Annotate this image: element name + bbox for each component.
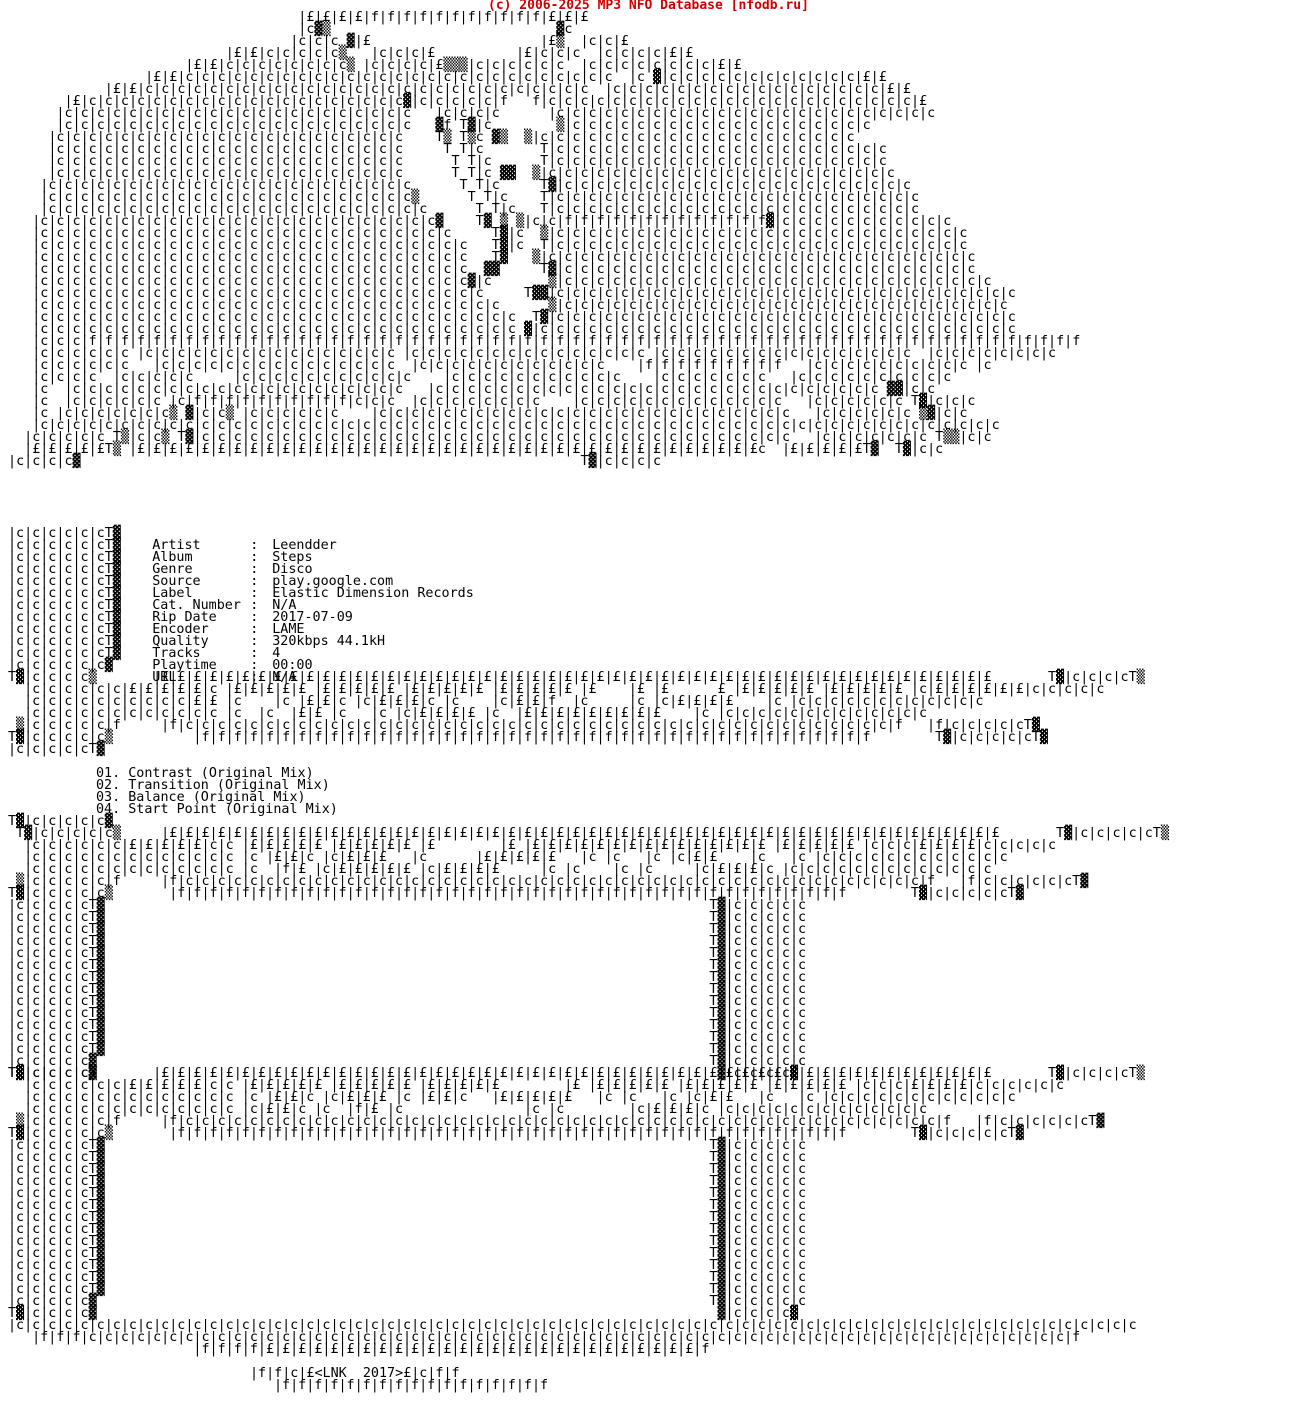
info-value: 4 — [272, 646, 281, 661]
info-label: Album — [152, 550, 193, 565]
info-value: LAME — [272, 622, 305, 637]
info-value: 00:00 — [272, 658, 313, 673]
info-label: Source — [152, 574, 201, 589]
info-row-label: Label: Elastic Dimension Records — [120, 576, 474, 612]
info-label: Tracks — [152, 646, 201, 661]
track-row: 03. Balance (Original Mix) — [96, 790, 306, 805]
info-value: 320kbps 44.1kH — [272, 634, 386, 649]
track-title: Contrast (Original Mix) — [128, 766, 314, 781]
info-separator: : — [250, 598, 259, 613]
track-title: Start Point (Original Mix) — [128, 802, 338, 817]
track-row: 04. Start Point (Original Mix) — [96, 802, 338, 817]
info-separator: : — [250, 646, 259, 661]
info-value: Leendder — [272, 538, 337, 553]
info-value: N/A — [272, 670, 297, 685]
info-separator: : — [250, 622, 259, 637]
info-separator: : — [250, 574, 259, 589]
ascii-art-footer-base: |f|f|f|f|f|f|f|f|f|f|f|f|f|f|f|f|f — [274, 1378, 549, 1393]
footer-art-right: £|c|f|f — [403, 1366, 460, 1381]
info-row-url: URL: N/A — [120, 660, 296, 696]
info-value: N/A — [272, 598, 297, 613]
info-label: Encoder — [152, 622, 209, 637]
track-number: 03. — [96, 790, 121, 805]
info-separator: : — [250, 538, 259, 553]
info-value: Disco — [272, 562, 313, 577]
info-row-encoder: Encoder: LAME — [120, 612, 305, 648]
info-label: Genre — [152, 562, 193, 577]
info-separator: : — [250, 562, 259, 577]
info-value: Elastic Dimension Records — [272, 586, 474, 601]
info-separator: : — [250, 670, 259, 685]
info-row-artist: Artist: Leendder — [120, 528, 337, 564]
info-value: Steps — [272, 550, 313, 565]
info-row-source: Source: play.google.com — [120, 564, 393, 600]
info-label: Artist — [152, 538, 201, 553]
footer-art-left: |f|f|c|£ — [250, 1366, 315, 1381]
info-row-quality: Quality:320kbps 44.1kH — [120, 624, 385, 660]
info-separator: : — [250, 550, 259, 565]
info-label: Playtime — [152, 658, 217, 673]
copyright-notice: (c) 2006-2025 MP3 NFO Database [nfodb.ru… — [488, 0, 809, 13]
info-separator: : — [250, 634, 259, 649]
track-title: Transition (Original Mix) — [128, 778, 330, 793]
track-row: 02. Transition (Original Mix) — [96, 778, 330, 793]
info-row-playtime: Playtime:00:00 — [120, 648, 313, 684]
info-label: Label — [152, 586, 193, 601]
info-label: Cat. Number — [152, 598, 241, 613]
track-number: 02. — [96, 778, 121, 793]
info-label: URL — [152, 670, 177, 685]
ascii-art-frame-2: T▓|c|c|c|c▒ |£|£|£|£|£|£|£|£|£|£|£|£|£|£… — [8, 1066, 1145, 1357]
ascii-art-divider-1: T▓|c|c|c|c▒ |£|£|£|£|£|£|£|£|£|£|£|£|£|£… — [8, 670, 1145, 757]
info-row-rip-date: Rip Date:2017-07-09 — [120, 600, 353, 636]
info-row-album: Album: Steps — [120, 540, 313, 576]
footer-signature: <LNK 2017> — [314, 1366, 404, 1381]
info-label: Quality — [152, 634, 209, 649]
info-separator: : — [250, 658, 259, 673]
info-separator: : — [250, 586, 259, 601]
info-row-tracks: Tracks:4 — [120, 636, 280, 672]
footer-signature-line: |f|f|c|£<LNK 2017>£|c|f|f — [250, 1366, 460, 1381]
info-value: 2017-07-09 — [272, 610, 353, 625]
info-label: Rip Date — [152, 610, 217, 625]
track-row: 01. Contrast (Original Mix) — [96, 766, 314, 781]
ascii-art-frame-1: T▓|c|c|c|c|c▓ T▓|c|c|c|c|c▒ |£|£|£|£|£|£… — [8, 814, 1169, 1081]
ascii-art-banner: |£|£|£|£|f|f|f|f|f|f|f|f|f|f|f|£|£|£ |c▓… — [8, 10, 1081, 469]
info-separator: : — [250, 610, 259, 625]
track-number: 01. — [96, 766, 121, 781]
info-value: play.google.com — [272, 574, 394, 589]
track-number: 04. — [96, 802, 121, 817]
track-title: Balance (Original Mix) — [128, 790, 306, 805]
ascii-art-info-pillar: |c|c|c|c|c|cT▓ |c|c|c|c|c|cT▓ |c|c|c|c|c… — [8, 526, 121, 673]
info-row-genre: Genre: Disco — [120, 552, 313, 588]
info-row-cat-number: Cat. Number: N/A — [120, 588, 296, 624]
